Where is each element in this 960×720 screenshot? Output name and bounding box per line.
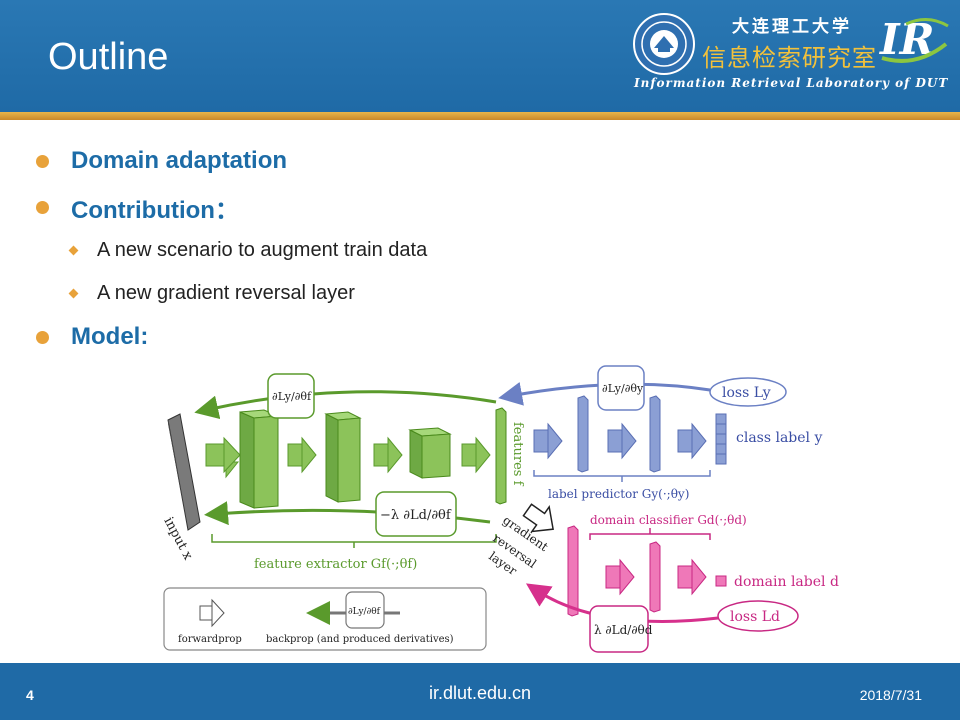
diamond-bullet-icon <box>68 245 79 255</box>
legend-backprop-text: backprop (and produced derivatives) <box>266 634 454 645</box>
input-layer <box>167 413 201 531</box>
domain-classifier-text: domain classifier Gd(·;θd) <box>590 513 747 527</box>
feature-extractor-brace <box>211 534 497 548</box>
label-predictor-text: label predictor Gy(·;θy) <box>548 487 689 501</box>
dLy-dthf-text: ∂Ly/∂θf <box>272 390 312 403</box>
slide-header: Outline 大连理工大学 信息检索研究室 IR Information Re… <box>0 0 960 112</box>
university-seal-icon <box>633 13 695 75</box>
domain-label-text: domain label d <box>734 574 839 590</box>
domain-classifier-brace <box>589 528 711 540</box>
sub-bullet-text: A new scenario to augment train data <box>97 238 428 261</box>
class-label-text: class label y <box>736 430 822 446</box>
slide-footer: 4 ir.dlut.edu.cn 2018/7/31 <box>0 663 960 720</box>
bullet-text: Domain adaptation <box>71 147 288 174</box>
bullet-text: Model: <box>71 323 149 350</box>
legend-forward-text: forwardprop <box>178 634 242 645</box>
legend-forward-arrow-icon <box>199 598 225 628</box>
bullet-dot-icon <box>36 330 49 344</box>
logo-lab-name: 信息检索研究室 <box>702 44 877 72</box>
diamond-bullet-icon <box>68 288 79 298</box>
bullet-dot-icon <box>36 154 49 168</box>
feature-extractor-text: feature extractor Gf(·;θf) <box>254 557 417 572</box>
lambda-dLd-box <box>589 605 649 653</box>
slide-title: Outline <box>48 36 169 78</box>
footer-date: 2018/7/31 <box>859 687 922 703</box>
dann-architecture-diagram: input x features f ∂Ly/∂θf ∂Ly/∂θy loss … <box>160 365 839 653</box>
bullet-domain-adaptation: Domain adaptation <box>36 146 287 176</box>
bullet-model: Model: <box>36 322 148 352</box>
legend-dLy-text: ∂Ly/∂θf <box>348 607 381 617</box>
backprop-arrow-top-green <box>194 390 497 420</box>
header-accent-bar <box>0 112 960 120</box>
label-predictor-brace <box>533 470 711 482</box>
bullet-dot-icon <box>36 200 49 214</box>
lab-logo: 大连理工大学 信息检索研究室 IR Information Retrieval … <box>630 8 955 98</box>
ir-logo-icon: IR <box>879 15 949 64</box>
feature-extractor-blocks <box>205 407 507 509</box>
footer-url: ir.dlut.edu.cn <box>428 683 532 703</box>
loss-d-ellipse <box>717 600 799 632</box>
bullet-contribution: Contribution： <box>36 192 239 224</box>
domain-classifier-blocks <box>567 525 727 617</box>
logo-english-name: Information Retrieval Laboratory of DUT <box>634 76 949 90</box>
sub-bullet-augment-data: A new scenario to augment train data <box>68 236 428 264</box>
loss-y-ellipse <box>709 377 787 407</box>
bullet-text: Contribution： <box>71 196 239 224</box>
dLy-dthy-box <box>597 365 645 411</box>
logo-university-name: 大连理工大学 <box>732 17 852 37</box>
gradient-reversal-layer-icon <box>522 503 554 533</box>
legend-dLy-box <box>345 591 385 629</box>
dLy-dthy-text: ∂Ly/∂θy <box>602 382 644 395</box>
sub-bullet-text: A new gradient reversal layer <box>97 281 355 304</box>
page-number: 4 <box>26 687 34 703</box>
neg-lambda-box <box>375 491 457 537</box>
dLy-dthf-box <box>267 373 315 419</box>
lambda-dLd-text: λ ∂Ld/∂θd <box>594 623 653 637</box>
sub-bullet-gradient-reversal: A new gradient reversal layer <box>68 279 355 307</box>
loss-y-text: loss Ly <box>722 385 771 401</box>
label-predictor-blocks <box>533 395 727 473</box>
loss-d-text: loss Ld <box>730 609 780 625</box>
features-label: features f <box>510 422 525 487</box>
neg-lambda-text: −λ ∂Ld/∂θf <box>380 508 452 523</box>
